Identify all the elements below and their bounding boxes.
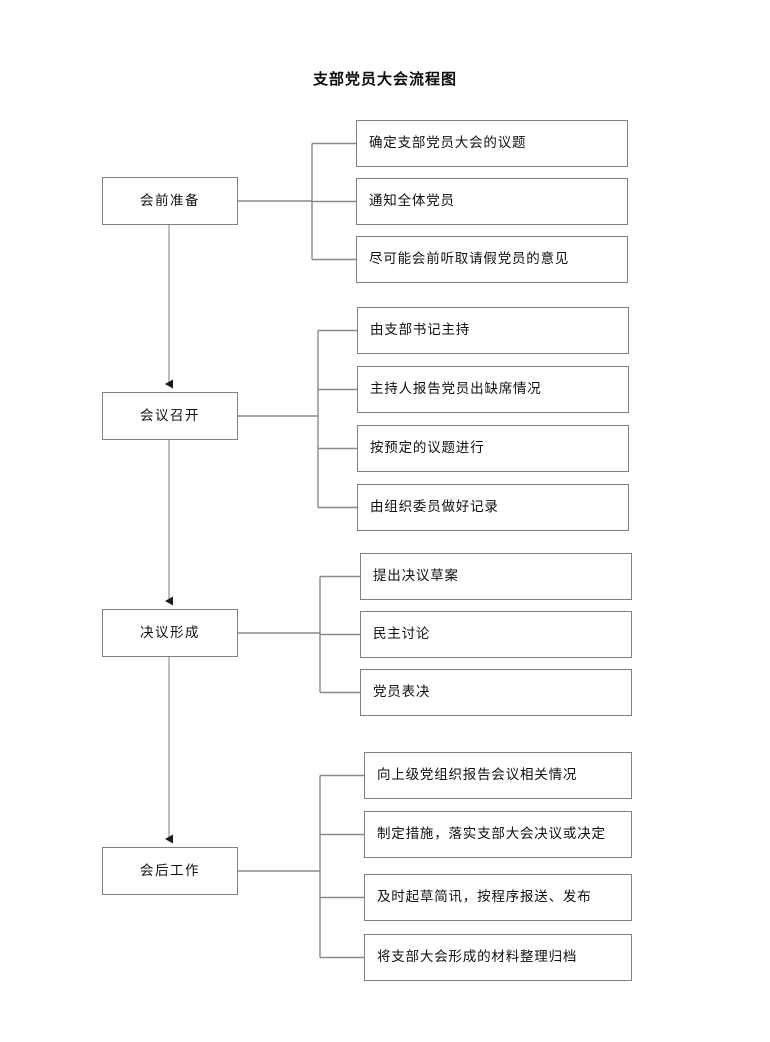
detail-box-meeting-convened-1[interactable]: 由支部书记主持 <box>357 307 629 354</box>
detail-box-resolution-formation-3[interactable]: 党员表决 <box>360 669 632 716</box>
detail-box-pre-meeting-preparation-2[interactable]: 通知全体党员 <box>356 178 628 225</box>
detail-box-pre-meeting-preparation-1[interactable]: 确定支部党员大会的议题 <box>356 120 628 167</box>
detail-box-post-meeting-work-1[interactable]: 向上级党组织报告会议相关情况 <box>364 752 632 799</box>
connector-group <box>238 142 364 959</box>
detail-box-meeting-convened-4[interactable]: 由组织委员做好记录 <box>357 484 629 531</box>
detail-box-pre-meeting-preparation-3[interactable]: 尽可能会前听取请假党员的意见 <box>356 236 628 283</box>
stage-box-pre-meeting-preparation[interactable]: 会前准备 <box>102 177 238 225</box>
detail-box-resolution-formation-1[interactable]: 提出决议草案 <box>360 553 632 600</box>
detail-box-post-meeting-work-2[interactable]: 制定措施，落实支部大会决议或决定 <box>364 811 632 858</box>
detail-box-meeting-convened-3[interactable]: 按预定的议题进行 <box>357 425 629 472</box>
page-title: 支部党员大会流程图 <box>312 72 457 88</box>
detail-box-meeting-convened-2[interactable]: 主持人报告党员出缺席情况 <box>357 366 629 413</box>
stage-box-post-meeting-work[interactable]: 会后工作 <box>102 847 238 895</box>
stage-box-resolution-formation[interactable]: 决议形成 <box>102 609 238 657</box>
detail-box-post-meeting-work-3[interactable]: 及时起草简讯，按程序报送、发布 <box>364 874 632 921</box>
detail-box-resolution-formation-2[interactable]: 民主讨论 <box>360 611 632 658</box>
stage-box-meeting-convened[interactable]: 会议召开 <box>102 392 238 440</box>
detail-box-post-meeting-work-4[interactable]: 将支部大会形成的材料整理归档 <box>364 934 632 981</box>
